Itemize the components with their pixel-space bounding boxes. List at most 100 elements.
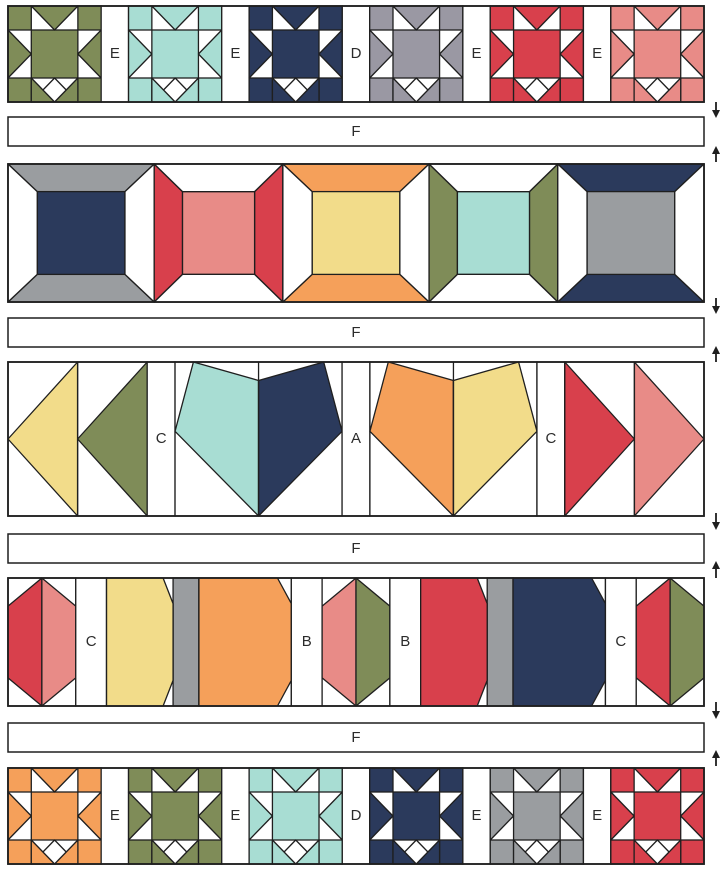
press-arrow-down <box>712 102 720 118</box>
star-corner <box>611 78 634 102</box>
star-corner <box>681 78 704 102</box>
candy-body <box>421 578 488 706</box>
block-label: B <box>291 578 322 706</box>
star-corner <box>370 768 393 792</box>
star-corner <box>681 6 704 30</box>
block-label: E <box>583 6 610 102</box>
star-center <box>31 30 78 78</box>
star-corner <box>611 6 634 30</box>
star-corner <box>249 6 272 30</box>
block-label: E <box>583 768 610 864</box>
block-spool <box>8 164 154 302</box>
block-star <box>129 6 222 102</box>
spool-center <box>312 192 400 275</box>
star-corner <box>8 6 31 30</box>
star-center <box>272 792 319 840</box>
star-corner <box>198 840 221 864</box>
block-star <box>490 768 583 864</box>
block-candy <box>199 578 291 706</box>
star-center <box>514 792 561 840</box>
block-candy <box>107 578 199 706</box>
star-center <box>634 30 681 78</box>
press-arrow-down <box>712 298 720 314</box>
star-row-top: EEDEE <box>8 6 704 102</box>
candy-body <box>199 578 291 706</box>
spool-center <box>587 192 675 275</box>
block-label: C <box>545 430 556 447</box>
star-corner <box>319 6 342 30</box>
star-center <box>152 30 199 78</box>
press-arrow-up <box>712 346 720 362</box>
star-corner <box>319 768 342 792</box>
block-label: D <box>351 45 362 62</box>
block-label: D <box>342 768 369 864</box>
star-corner <box>440 840 463 864</box>
star-corner <box>490 840 513 864</box>
block-feather <box>636 578 704 706</box>
star-corner <box>560 6 583 30</box>
star-corner <box>198 6 221 30</box>
block-star <box>249 6 342 102</box>
star-corner <box>681 768 704 792</box>
block-candy <box>421 578 513 706</box>
block-label: E <box>230 807 240 824</box>
star-corner <box>490 6 513 30</box>
star-corner <box>440 768 463 792</box>
star-corner <box>560 768 583 792</box>
star-corner <box>8 840 31 864</box>
block-label: E <box>101 768 128 864</box>
block-label: E <box>222 768 249 864</box>
block-label: B <box>302 633 312 650</box>
sashing-label-2: F <box>351 324 360 341</box>
star-corner <box>440 78 463 102</box>
block-arrows-r <box>565 362 704 516</box>
block-star <box>370 6 463 102</box>
star-corner <box>198 78 221 102</box>
block-label: E <box>110 45 120 62</box>
star-corner <box>8 78 31 102</box>
star-corner <box>370 78 393 102</box>
block-label: E <box>472 807 482 824</box>
block-star <box>8 6 101 102</box>
candy-body <box>107 578 174 706</box>
block-label: E <box>592 45 602 62</box>
star-center <box>393 30 440 78</box>
star-corner <box>78 78 101 102</box>
block-star <box>490 6 583 102</box>
star-corner <box>249 768 272 792</box>
arrow-head <box>712 110 720 118</box>
star-corner <box>78 840 101 864</box>
arrow-head <box>712 750 720 758</box>
block-feather <box>322 578 390 706</box>
arrow-head <box>712 346 720 354</box>
arrow-head <box>712 146 720 154</box>
spool-center <box>37 192 125 275</box>
block-star <box>611 6 704 102</box>
spool-center <box>457 192 529 275</box>
star-corner <box>490 78 513 102</box>
star-corner <box>490 768 513 792</box>
star-corner <box>560 840 583 864</box>
star-corner <box>198 768 221 792</box>
star-corner <box>8 768 31 792</box>
star-center <box>152 792 199 840</box>
arrow-head <box>712 522 720 530</box>
star-center <box>634 792 681 840</box>
spool-center <box>183 192 255 275</box>
block-heart <box>175 362 342 516</box>
block-label: C <box>147 362 175 516</box>
star-corner <box>319 840 342 864</box>
star-corner <box>440 6 463 30</box>
pressing-arrows <box>712 102 720 766</box>
block-spool-v <box>154 164 283 302</box>
press-arrow-up <box>712 750 720 766</box>
arrow-head <box>712 561 720 569</box>
star-corner <box>249 78 272 102</box>
block-label: C <box>76 578 107 706</box>
block-label: E <box>463 768 490 864</box>
block-label: C <box>605 578 636 706</box>
arrow-head <box>712 306 720 314</box>
press-arrow-up <box>712 561 720 578</box>
